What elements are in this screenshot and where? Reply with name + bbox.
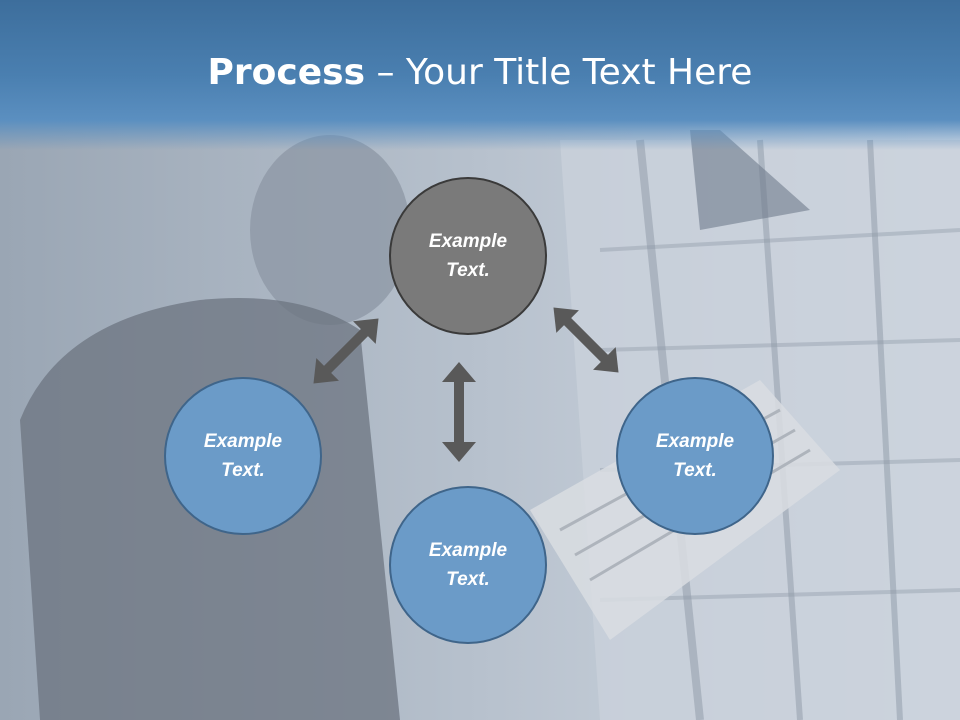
title-bold: Process [207, 52, 366, 93]
title-rest: – Your Title Text Here [365, 52, 753, 93]
bottom-node-text: Example Text. [428, 540, 508, 590]
slide-title: Process – Your Title Text Here [0, 52, 960, 93]
left-node: Example Text. [164, 377, 322, 535]
center-node: Example Text. [389, 177, 547, 335]
arrow-center-bottom [442, 362, 476, 462]
arrow-center-right [553, 307, 619, 373]
title-bar [0, 0, 960, 150]
right-node-text: Example Text. [655, 431, 735, 481]
center-node-text: Example Text. [428, 231, 508, 281]
left-node-text: Example Text. [203, 431, 283, 481]
bottom-node: Example Text. [389, 486, 547, 644]
right-node: Example Text. [616, 377, 774, 535]
arrow-center-left [313, 318, 379, 384]
